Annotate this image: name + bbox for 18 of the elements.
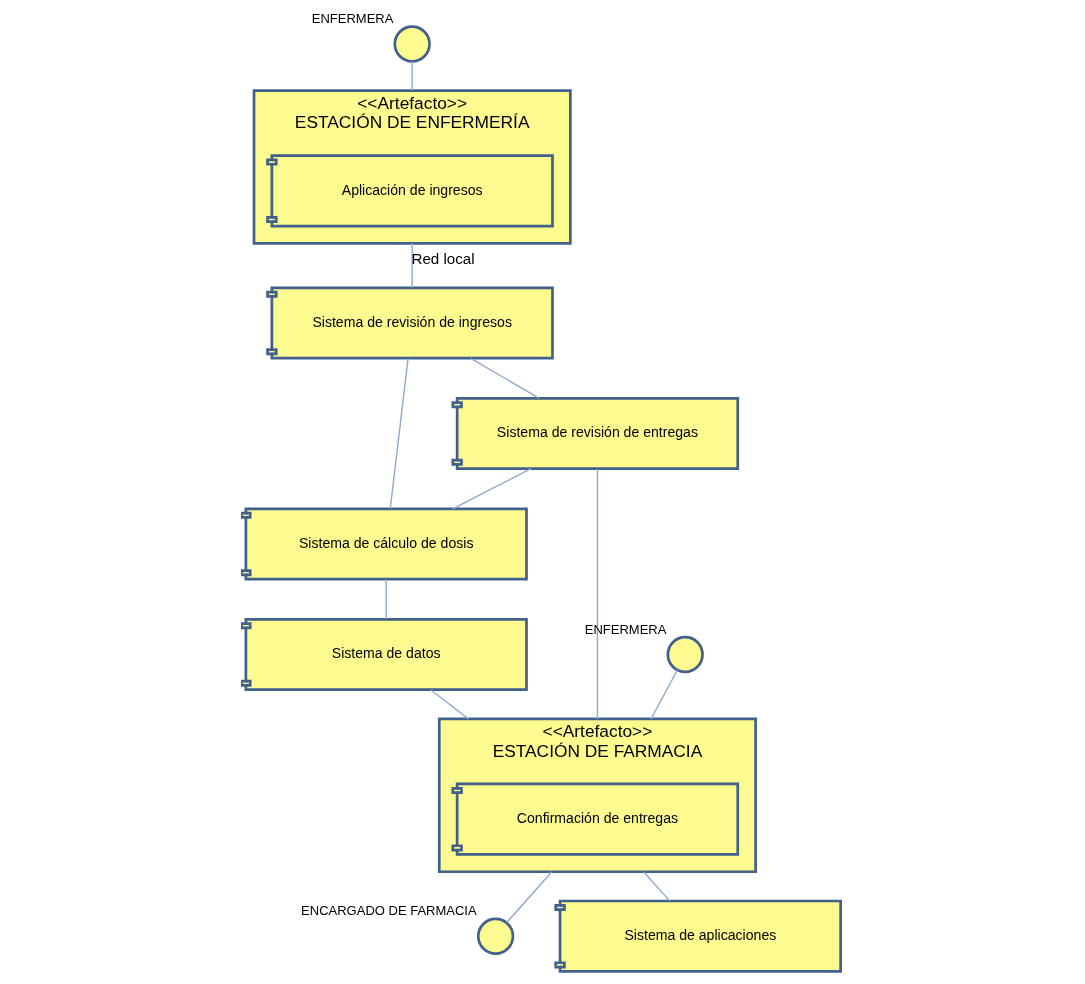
connector bbox=[384, 578, 387, 620]
connector bbox=[469, 357, 540, 399]
edge-label: Red local bbox=[410, 250, 475, 268]
connector bbox=[649, 669, 678, 720]
connector bbox=[596, 468, 598, 720]
connector bbox=[410, 242, 413, 289]
node-label: ENCARGADO DE FARMACIA bbox=[300, 903, 477, 919]
node-circle bbox=[666, 635, 704, 674]
connector bbox=[505, 871, 552, 924]
node-label: ENFERMERA bbox=[311, 10, 393, 26]
node-circle bbox=[476, 917, 514, 955]
node-circle bbox=[393, 25, 431, 63]
node-label: ENFERMERA bbox=[584, 621, 666, 637]
connector bbox=[389, 357, 409, 510]
connector bbox=[642, 871, 670, 902]
connector bbox=[451, 468, 532, 510]
connector bbox=[429, 689, 469, 720]
connector bbox=[410, 60, 413, 92]
